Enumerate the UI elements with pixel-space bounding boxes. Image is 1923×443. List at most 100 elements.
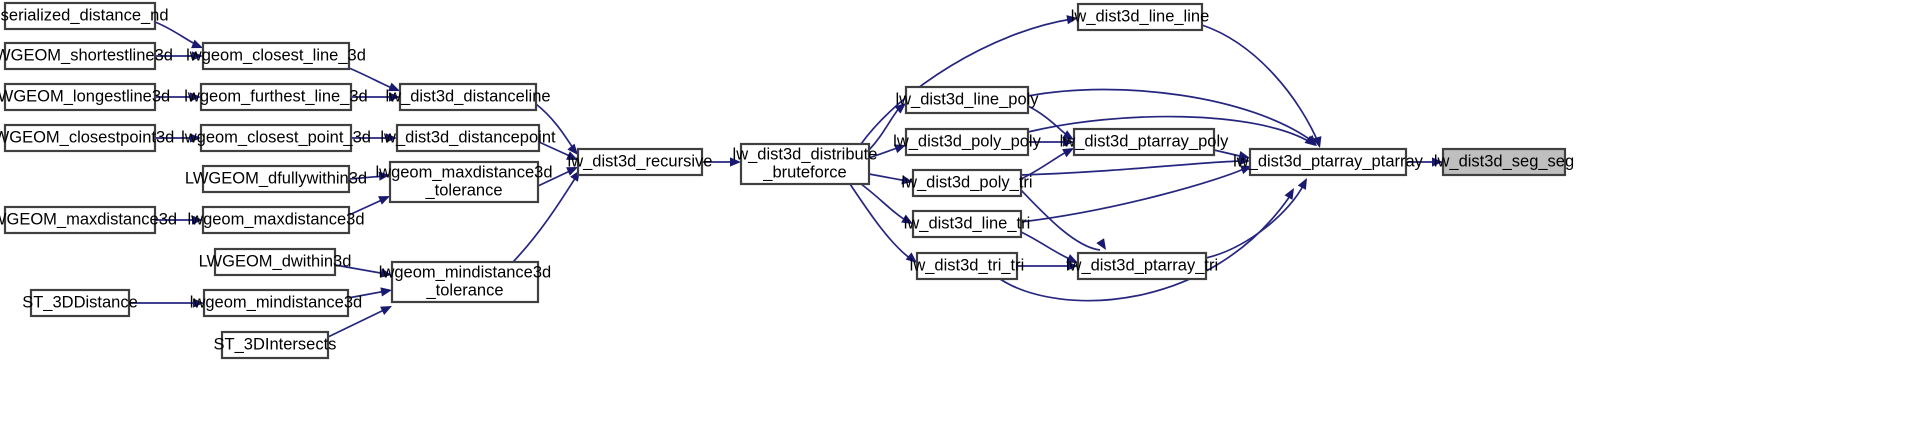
- edge-LWGEOM_longestline3d-to-lwgeom_furthest_line_3d: [155, 92, 201, 102]
- arrowhead-icon: [388, 82, 400, 92]
- arrowhead-icon: [380, 306, 392, 315]
- node-label: lwgeom_maxdistance3d: [187, 210, 364, 228]
- node-lw_dist3d_distribute_bruteforce[interactable]: lw_dist3d_distribute_bruteforce: [733, 142, 878, 186]
- node-LWGEOM_longestline3d[interactable]: LWGEOM_longestline3d: [0, 82, 170, 112]
- node-box[interactable]: [201, 41, 351, 71]
- arrowhead-icon: [386, 133, 397, 143]
- node-box[interactable]: [3, 205, 157, 235]
- node-box[interactable]: [213, 247, 337, 277]
- node-lw_dist3d_line_tri[interactable]: lw_dist3d_line_tri: [904, 209, 1031, 239]
- node-lwgeom_closest_point_3d[interactable]: lwgeom_closest_point_3d: [181, 123, 371, 153]
- node-lw_dist3d_ptarray_ptarray[interactable]: lw_dist3d_ptarray_ptarray: [1233, 147, 1424, 177]
- node-box[interactable]: [220, 330, 330, 360]
- node-LWGEOM_maxdistance3d[interactable]: LWGEOM_maxdistance3d: [0, 205, 177, 235]
- node-box[interactable]: [3, 1, 157, 31]
- node-lwgeom_mindistance3d[interactable]: lwgeom_mindistance3d: [190, 288, 362, 318]
- edge-line: [1020, 231, 1073, 261]
- node-lw_dist3d_ptarray_tri[interactable]: lw_dist3d_ptarray_tri: [1066, 251, 1218, 281]
- node-lwgeom_maxdistance3d[interactable]: lwgeom_maxdistance3d: [187, 205, 365, 235]
- node-box[interactable]: [1076, 251, 1208, 281]
- edge-line: [535, 103, 574, 149]
- edge-lw_dist3d_distanceline-to-lw_dist3d_recursive: [535, 103, 578, 155]
- node-box[interactable]: [739, 142, 871, 186]
- node-lwgeom_furthest_line_3d[interactable]: lwgeom_furthest_line_3d: [184, 82, 368, 112]
- node-lwgeom_maxdistance3d_tolerance[interactable]: lwgeom_maxdistance3d_tolerance: [375, 160, 553, 204]
- node-box[interactable]: [390, 260, 540, 304]
- edge-line: [154, 21, 200, 47]
- node-box[interactable]: [29, 288, 131, 318]
- node-label: lwgeom_closest_point_3d: [181, 128, 371, 146]
- node-box[interactable]: [1248, 147, 1408, 177]
- edge-lw_dist3d_ptarray_tri-to-lw_dist3d_ptarray_ptarray: [1205, 178, 1307, 259]
- arrowhead-icon: [905, 252, 917, 263]
- edge-line: [538, 141, 573, 158]
- edge-lw_dist3d_tri_tri-to-lw_dist3d_ptarray_ptarray: [999, 188, 1294, 302]
- node-gserialized_distance_nd[interactable]: gserialized_distance_nd: [0, 1, 169, 31]
- node-lw_dist3d_seg_seg[interactable]: lw_dist3d_seg_seg: [1434, 147, 1574, 177]
- node-lw_dist3d_distancepoint[interactable]: lw_dist3d_distancepoint: [380, 123, 556, 153]
- node-box[interactable]: [576, 147, 704, 177]
- node-box[interactable]: [201, 205, 351, 235]
- edge-lw_dist3d_poly_tri-to-lw_dist3d_ptarray_poly: [1020, 148, 1074, 180]
- node-lwgeom_closest_line_3d[interactable]: lwgeom_closest_line_3d: [186, 41, 366, 71]
- node-LWGEOM_dwithin3d[interactable]: LWGEOM_dwithin3d: [199, 247, 352, 277]
- node-box[interactable]: [904, 127, 1030, 157]
- node-box[interactable]: [1072, 127, 1216, 157]
- arrowhead-icon: [389, 92, 400, 102]
- node-LWGEOM_dfullywithin3d[interactable]: LWGEOM_dfullywithin3d: [185, 164, 367, 194]
- node-box[interactable]: [201, 164, 351, 194]
- node-box[interactable]: [202, 288, 350, 318]
- node-LWGEOM_shortestline3d[interactable]: LWGEOM_shortestline3d: [0, 41, 173, 71]
- node-lw_dist3d_ptarray_poly[interactable]: lw_dist3d_ptarray_poly: [1060, 127, 1230, 157]
- node-label: lw_dist3d_distanceline: [385, 87, 550, 105]
- node-box[interactable]: [388, 160, 540, 204]
- node-box[interactable]: [904, 85, 1030, 115]
- node-lw_dist3d_distanceline[interactable]: lw_dist3d_distanceline: [385, 82, 551, 112]
- edge-lwgeom_maxdistance3d_tolerance-to-lw_dist3d_recursive: [537, 167, 578, 187]
- node-box[interactable]: [911, 168, 1023, 198]
- arrowhead-icon: [1063, 137, 1074, 147]
- node-box[interactable]: [199, 82, 353, 112]
- arrowhead-icon: [1432, 157, 1443, 167]
- node-box[interactable]: [3, 82, 157, 112]
- node-box[interactable]: [395, 123, 541, 153]
- edge-line: [348, 67, 395, 90]
- edge-LWGEOM_shortestline3d-to-lwgeom_closest_line_3d: [155, 51, 203, 61]
- node-box[interactable]: [3, 41, 157, 71]
- edge-LWGEOM_maxdistance3d-to-lwgeom_maxdistance3d: [155, 215, 203, 225]
- arrowhead-icon: [901, 175, 913, 185]
- node-ST_3DIntersects[interactable]: ST_3DIntersects: [214, 330, 337, 360]
- node-label: LWGEOM_dwithin3d: [199, 252, 352, 270]
- node-lw_dist3d_line_line[interactable]: lw_dist3d_line_line: [1071, 2, 1210, 32]
- node-lw_dist3d_poly_poly[interactable]: lw_dist3d_poly_poly: [893, 127, 1042, 157]
- arrowhead-icon: [192, 215, 203, 225]
- node-lw_dist3d_poly_tri[interactable]: lw_dist3d_poly_tri: [901, 168, 1033, 198]
- node-box[interactable]: [915, 251, 1019, 281]
- edge-lw_dist3d_distribute_bruteforce-to-lw_dist3d_line_line: [860, 15, 1078, 145]
- node-lw_dist3d_line_poly[interactable]: lw_dist3d_line_poly: [895, 85, 1039, 115]
- node-lw_dist3d_tri_tri[interactable]: lw_dist3d_tri_tri: [910, 251, 1025, 281]
- node-lwgeom_mindistance3d_tolerance[interactable]: lwgeom_mindistance3d_tolerance: [379, 260, 551, 304]
- edge-line: [537, 169, 573, 187]
- node-box[interactable]: [398, 82, 538, 112]
- node-lw_dist3d_recursive[interactable]: lw_dist3d_recursive: [568, 147, 713, 177]
- node-box[interactable]: [1076, 2, 1204, 32]
- node-box[interactable]: [199, 123, 353, 153]
- edge-ST_3DIntersects-to-lwgeom_mindistance3d_tolerance: [327, 306, 392, 338]
- node-label: _bruteforce: [762, 163, 846, 181]
- edge-lw_dist3d_distribute_bruteforce-to-lw_dist3d_line_poly: [868, 103, 906, 151]
- node-LWGEOM_closestpoint3d[interactable]: LWGEOM_closestpoint3d: [0, 123, 174, 153]
- arrowhead-icon: [1297, 178, 1307, 190]
- edge-lw_dist3d_ptarray_ptarray-to-lw_dist3d_seg_seg: [1406, 157, 1443, 167]
- node-label: lwgeom_furthest_line_3d: [184, 87, 367, 105]
- edge-lwgeom_closest_point_3d-to-lw_dist3d_distancepoint: [351, 133, 397, 143]
- node-box[interactable]: [1441, 147, 1567, 177]
- edge-line: [868, 146, 901, 159]
- node-box[interactable]: [911, 209, 1023, 239]
- arrowhead-icon: [730, 157, 741, 167]
- node-label: lw_dist3d_poly_poly: [893, 132, 1041, 150]
- arrowhead-icon: [378, 196, 390, 205]
- node-ST_3DDistance[interactable]: ST_3DDistance: [22, 288, 138, 318]
- node-box[interactable]: [3, 123, 157, 153]
